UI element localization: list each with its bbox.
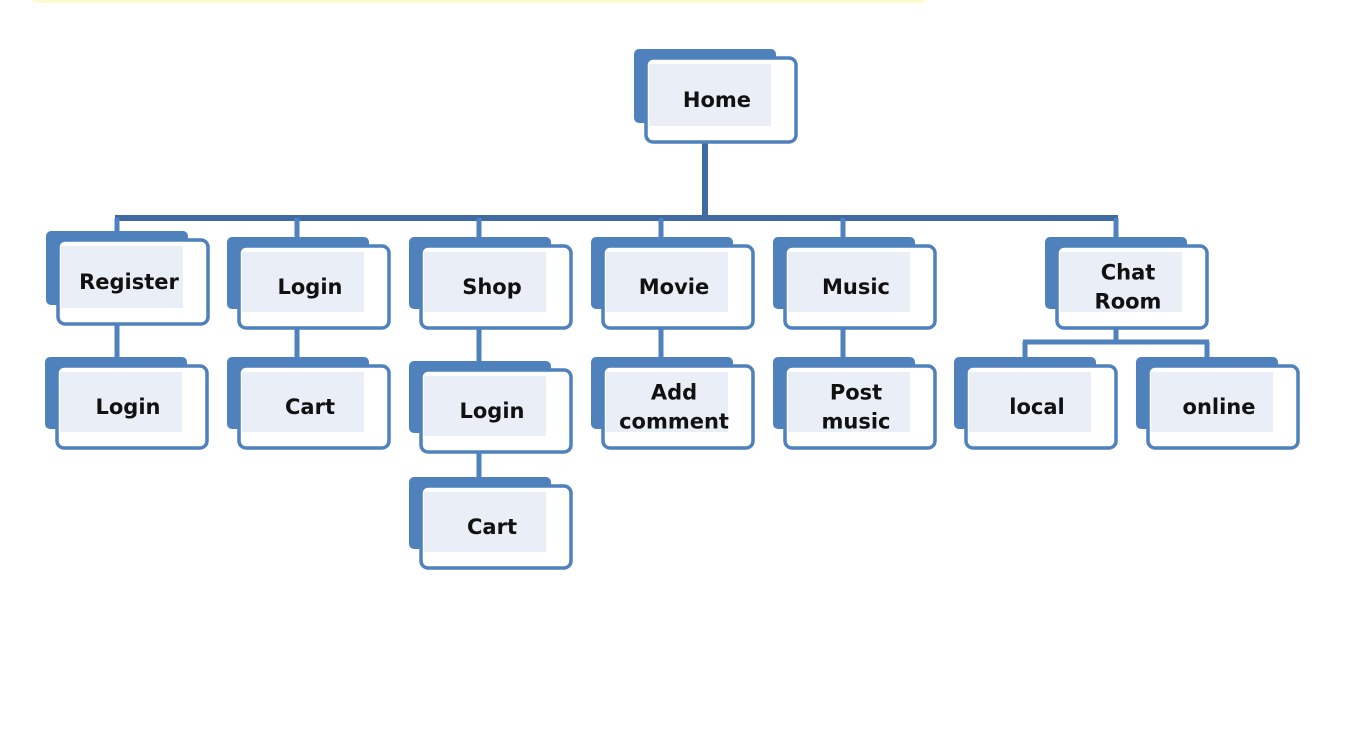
node-label: comment [619,410,729,434]
node-chat-online: online [1136,357,1300,450]
node-panel [242,372,364,432]
node-label: Cart [467,515,517,539]
node-home: Home [634,49,798,144]
node-panel [606,252,728,312]
node-movie: Movie [591,237,755,330]
node-panel [606,372,728,432]
node-panel [969,372,1091,432]
node-label: Login [278,275,343,299]
node-register: Register [46,231,210,326]
node-music: Music [773,237,937,330]
node-movie-add-comment: Add comment [591,357,755,450]
node-panel [788,372,910,432]
node-label: Cart [285,395,335,419]
node-label: Home [683,88,751,112]
node-label: Post [830,381,882,405]
node-label: Chat [1101,261,1156,285]
node-register-login: Login [45,357,209,450]
node-panel [1060,252,1182,312]
top-highlight-strip [33,0,925,3]
node-panel [1151,372,1273,432]
node-label: Register [79,270,179,294]
node-chat-local: local [954,357,1118,450]
node-label: Add [651,381,697,405]
node-label: Login [96,395,161,419]
node-login: Login [227,237,391,330]
node-label: music [822,410,891,434]
node-label: online [1183,395,1256,419]
node-shop-cart: Cart [409,477,573,570]
nodes: HomeRegisterLoginLoginCartShopLoginCartM… [45,49,1300,570]
node-panel [424,376,546,436]
node-panel [60,372,182,432]
node-shop-login: Login [409,361,573,454]
node-panel [424,492,546,552]
node-label: local [1009,395,1064,419]
node-panel [242,252,364,312]
node-login-cart: Cart [227,357,391,450]
node-panel [649,64,771,126]
node-shop: Shop [409,237,573,330]
node-label: Login [460,399,525,423]
node-panel [788,252,910,312]
node-panel [61,246,183,308]
node-label: Music [822,275,890,299]
node-label: Movie [639,275,709,299]
node-label: Shop [462,275,522,299]
node-music-post: Post music [773,357,937,450]
node-panel [424,252,546,312]
node-label: Room [1095,290,1162,314]
